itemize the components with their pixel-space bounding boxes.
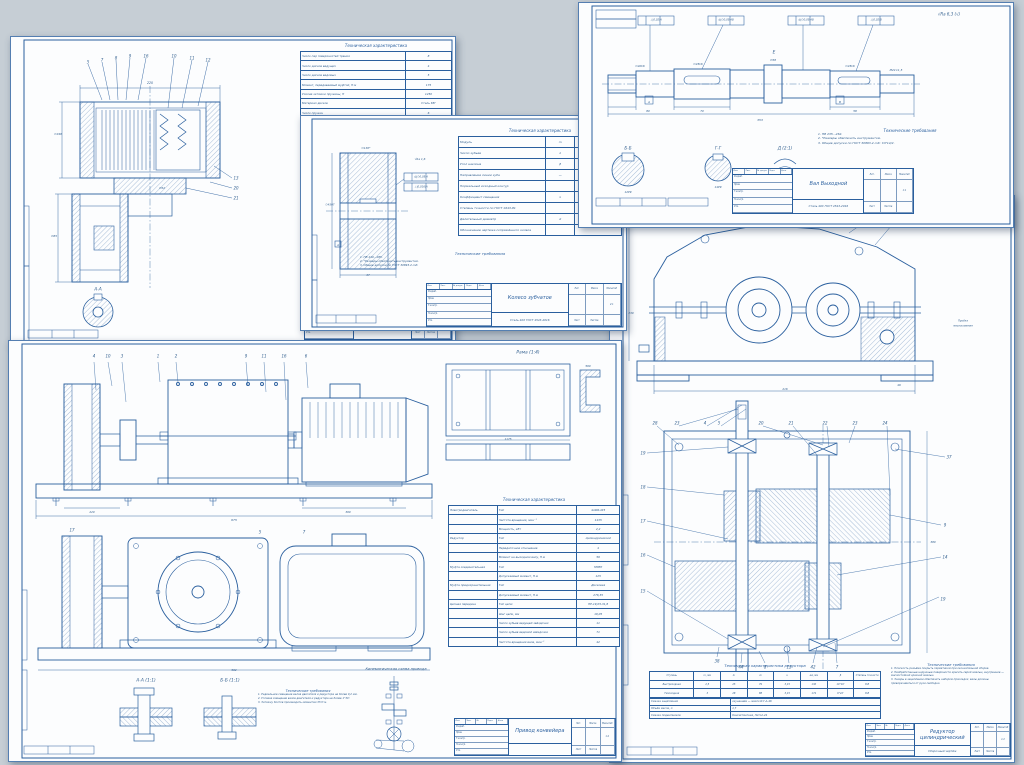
drive-plan-view [37, 533, 431, 671]
shaft-sections [611, 152, 797, 187]
frame-stamp-cells [21, 589, 95, 755]
reducer-plan-section [646, 400, 946, 678]
kinematic-scheme [373, 676, 415, 753]
leader-lines [646, 404, 946, 664]
leader-lines [93, 361, 309, 403]
tech-req-lines: 1. Плоскость разъёма покрыть герметиком … [891, 667, 1004, 685]
doc-material: Сталь 40Х ГОСТ 4543-2016 [510, 317, 550, 322]
reducer-drawing-art [609, 195, 1015, 763]
doc-material [509, 744, 571, 755]
scale-value: 1:2 [601, 728, 615, 745]
tech-req-title: Технические требования [883, 128, 937, 133]
frame-stamp-cells [595, 197, 709, 207]
doc-title: Редуктор цилиндрический [914, 724, 971, 747]
table-row: Обозначение чертежа сопряжённого колеса [459, 224, 621, 235]
shaft-outline [602, 64, 920, 104]
section-a-a-view [82, 293, 114, 328]
char-table-title: Техническая характеристика [502, 497, 566, 502]
tech-req-lines: 1. НВ 235...262.2. *Размеры обеспечить и… [818, 132, 895, 145]
doc-title: Вал Выходной [793, 169, 864, 200]
drive-side-view [35, 361, 433, 519]
doc-title: Привод конвейера [508, 719, 571, 745]
sheet-conveyor-drive: Техническая характеристика Электродвигат… [8, 340, 622, 762]
doc-material: Сборочный чертёж [928, 749, 957, 754]
bolt-section-b-b [203, 695, 257, 740]
sheet-output-shaft: Технические требования 1. НВ 235...262.2… [578, 2, 1014, 228]
scale-value: 1:2 [997, 732, 1010, 747]
tech-req-lines: 1. Радиальное смещение валов двигателя и… [258, 693, 358, 704]
tech-req-lines: 1. НВ 240...285.2. *Размеры обеспечить и… [360, 255, 419, 268]
tech-requirements: Технические требования 1. НВ 240...285.2… [360, 251, 600, 269]
tech-req-title: Технические требования [454, 251, 506, 256]
reducer-char-title: Техническая характеристика редуктора [724, 663, 806, 668]
clutch-section-view [71, 86, 221, 288]
doc-title: Колесо зубчатое [492, 284, 568, 314]
dimension-lines [55, 57, 233, 283]
tech-requirements: Технические требования 1. Плоскость разъ… [891, 663, 1011, 686]
tech-requirements: Технические требования 1. НВ 235...262.2… [818, 128, 1002, 146]
scale-value: 1:1 [897, 180, 914, 201]
frame-weldment-view [445, 363, 601, 461]
gear-section-view [326, 152, 439, 278]
char-table-title: Техническая характеристика [508, 128, 572, 133]
scale-value: 2:1 [604, 294, 621, 315]
tech-req-title: Технические требования [285, 689, 331, 693]
sheet-gear-wheel: Техническая характеристика Модульm2,5Чис… [300, 115, 627, 331]
tech-requirements: Технические требования 1. Радиальное сме… [258, 689, 358, 705]
doc-material: Сталь 40Х ГОСТ 4543-2016 [808, 204, 849, 209]
char-table-title: Техническая характеристика [344, 43, 408, 48]
reducer-front-view [628, 214, 934, 394]
dimension-lines [607, 93, 915, 117]
frame-stamp-cells [311, 234, 377, 328]
frame-stamp-cells [622, 494, 698, 756]
bolt-section-a-a [119, 687, 173, 742]
tolerance-callouts [595, 9, 895, 105]
sheet-reducer-assembly: Техническая характеристика редуктора Сту… [609, 195, 1015, 763]
tech-req-title: Технические требования [927, 663, 975, 667]
